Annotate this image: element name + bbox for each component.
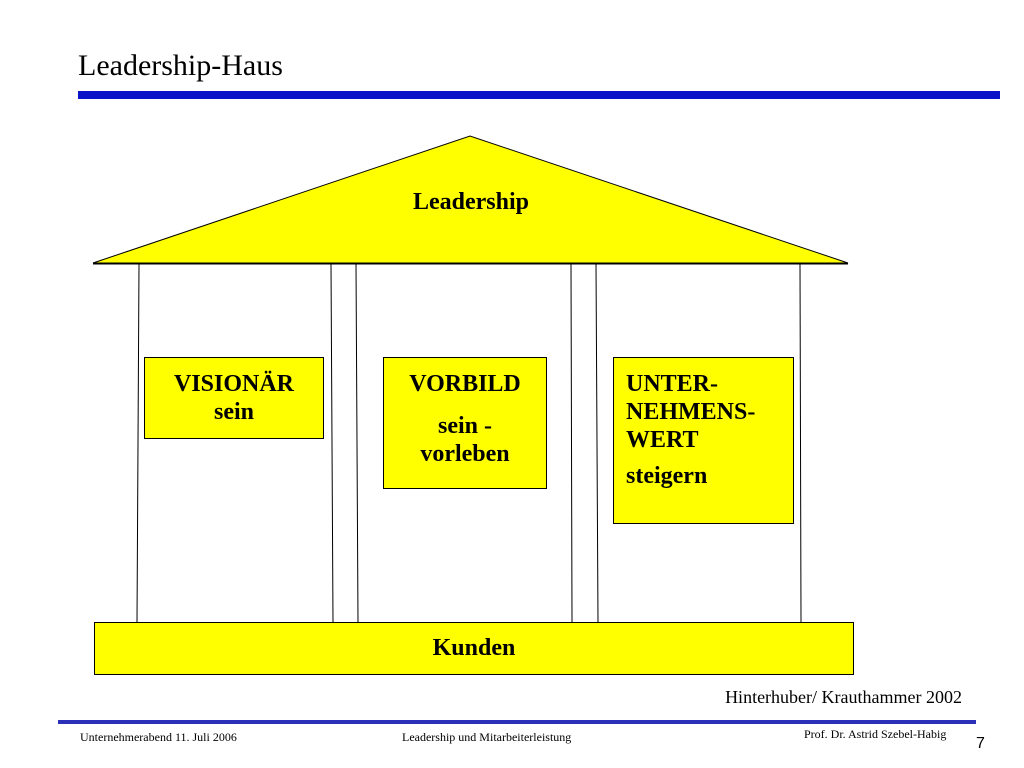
footer-rule	[58, 720, 976, 724]
title-underline	[78, 91, 1000, 99]
footer-event: Unternehmerabend 11. Juli 2006	[80, 730, 237, 744]
footer-topic: Leadership und Mitarbeiterleistung	[402, 730, 572, 744]
pillar-line	[799, 263, 802, 623]
pillar-headline: VORBILD	[409, 371, 521, 397]
roof	[92, 135, 849, 264]
pillar-box-unternehmenswert: UNTER- NEHMENS- WERT steigern	[613, 357, 794, 524]
slide-title: Leadership-Haus	[78, 49, 283, 82]
pillar-box-vorbild: VORBILD sein - vorleben	[383, 357, 547, 489]
pillar-box-visionaer: VISIONÄR sein	[144, 357, 324, 439]
pillar-line	[595, 263, 599, 623]
pillar-detail: sein	[213, 399, 254, 425]
source-citation: Hinterhuber/ Krauthammer 2002	[725, 687, 962, 707]
pillar-detail: steigern	[626, 463, 708, 489]
pillar-line	[570, 263, 573, 623]
page-number: 7	[976, 735, 985, 752]
footer-author: Prof. Dr. Astrid Szebel-Habig	[804, 727, 947, 741]
pillar-line	[330, 263, 334, 623]
pillar-lines	[136, 263, 802, 623]
pillar-headline: UNTER- NEHMENS- WERT	[626, 371, 756, 453]
pillar-headline: VISIONÄR	[173, 371, 295, 397]
foundation-kunden: Kunden	[94, 622, 854, 675]
pillar-detail: sein - vorleben	[420, 413, 510, 467]
pillar-line	[355, 263, 359, 623]
roof-label: Leadership	[412, 189, 529, 215]
pillar-line	[136, 263, 140, 623]
